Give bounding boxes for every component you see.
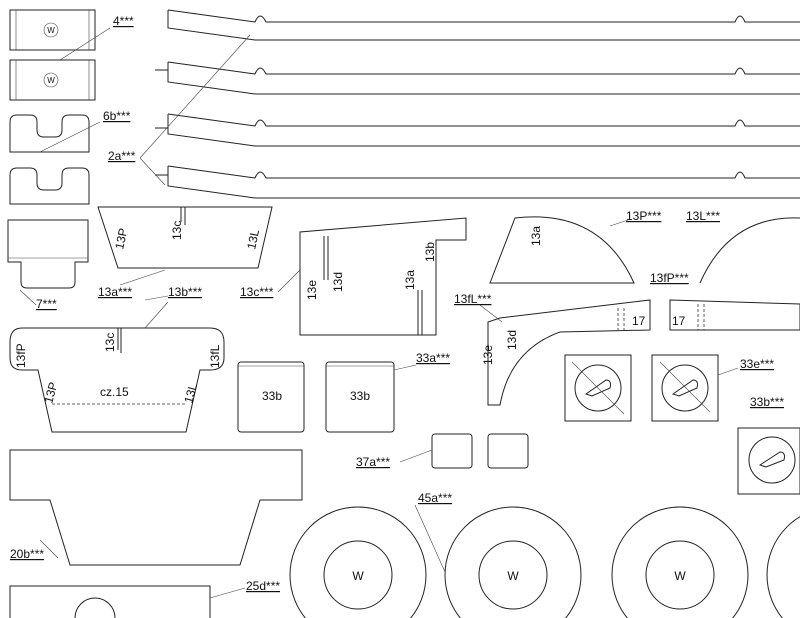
w-wheel-2: W xyxy=(507,569,519,583)
part-33b xyxy=(237,361,395,433)
mark-13b-c: 13b xyxy=(423,242,437,262)
mark-13a-c: 13a xyxy=(403,270,417,290)
label-13b: 13b*** xyxy=(168,285,202,299)
part-13L xyxy=(699,217,800,284)
mark-17-b: 17 xyxy=(672,314,686,328)
mark-13fP: 13fP xyxy=(14,343,28,368)
mark-cz15: cz.15 xyxy=(100,385,129,399)
mark-13e: 13e xyxy=(305,280,319,300)
part-6b xyxy=(9,114,90,205)
mark-13c-b: 13c xyxy=(103,333,117,352)
w-wheel-3: W xyxy=(674,569,686,583)
label-20b: 20b*** xyxy=(10,547,44,561)
mark-13e-f: 13e xyxy=(481,345,495,365)
w-mark: W xyxy=(47,76,55,85)
label-4: 4*** xyxy=(113,14,134,28)
part-13P xyxy=(489,216,635,284)
label-13L: 13L*** xyxy=(686,209,720,223)
part-13fP xyxy=(669,299,800,331)
mark-33b-1: 33b xyxy=(262,389,282,403)
mark-17: 17 xyxy=(632,314,646,328)
label-7: 7*** xyxy=(36,297,57,311)
label-25d: 25d*** xyxy=(246,579,280,593)
mark-13P-b: 13P xyxy=(41,381,60,405)
part-13c xyxy=(299,217,467,336)
part-4: W W xyxy=(9,9,96,101)
part-13b xyxy=(9,327,225,433)
part-13fL xyxy=(487,299,651,406)
part-2a-strips xyxy=(155,9,800,199)
w-mark: W xyxy=(47,26,55,35)
part-33e xyxy=(564,354,719,422)
part-20b xyxy=(9,449,303,566)
label-33a: 33a*** xyxy=(416,351,450,365)
label-13fL: 13fL*** xyxy=(454,292,492,306)
mark-13c: 13c xyxy=(170,221,184,240)
mark-13P: 13P xyxy=(112,227,130,251)
label-13P: 13P*** xyxy=(626,209,662,223)
label-33e: 33e*** xyxy=(740,357,774,371)
label-13c: 13c*** xyxy=(240,285,274,299)
part-7 xyxy=(7,219,89,289)
mark-13a-arch: 13a xyxy=(529,226,543,246)
mark-13fL: 13fL xyxy=(208,344,222,368)
label-2a: 2a*** xyxy=(108,149,136,163)
label-45a: 45a*** xyxy=(418,491,452,505)
mark-13L-b: 13L xyxy=(181,381,200,404)
mark-13L: 13L xyxy=(244,228,262,251)
mark-13d: 13d xyxy=(331,272,345,292)
label-6b: 6b*** xyxy=(103,109,131,123)
mark-33b-2: 33b xyxy=(350,389,370,403)
part-33b-dial xyxy=(737,427,800,495)
label-13fP: 13fP*** xyxy=(650,271,689,285)
label-33b: 33b*** xyxy=(750,395,784,409)
part-13a xyxy=(97,206,273,269)
part-25d xyxy=(9,585,211,618)
part-45a-wheels xyxy=(289,506,800,618)
label-37a: 37a*** xyxy=(356,455,390,469)
label-13a: 13a*** xyxy=(98,285,132,299)
part-37a xyxy=(431,433,529,469)
w-wheel-1: W xyxy=(352,569,364,583)
mark-13d-f: 13d xyxy=(505,330,519,350)
